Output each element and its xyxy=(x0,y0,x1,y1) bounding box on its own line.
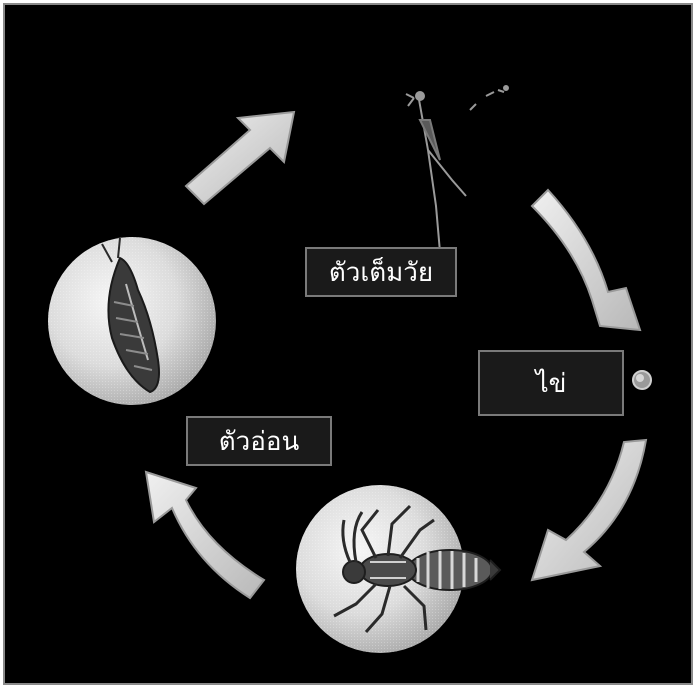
nymph-stage-label: ตัวอ่อน xyxy=(186,416,332,466)
adult-stage-text: ตัวเต็มวัย xyxy=(329,252,433,293)
nymph-stage-text: ตัวอ่อน xyxy=(219,421,300,462)
pupa-insect-icon xyxy=(48,237,216,405)
egg-stage-label: ไข่ xyxy=(478,350,624,416)
adult-stage-label: ตัวเต็มวัย xyxy=(305,247,457,297)
egg-icon xyxy=(633,371,651,389)
egg-stage-text: ไข่ xyxy=(536,363,567,404)
